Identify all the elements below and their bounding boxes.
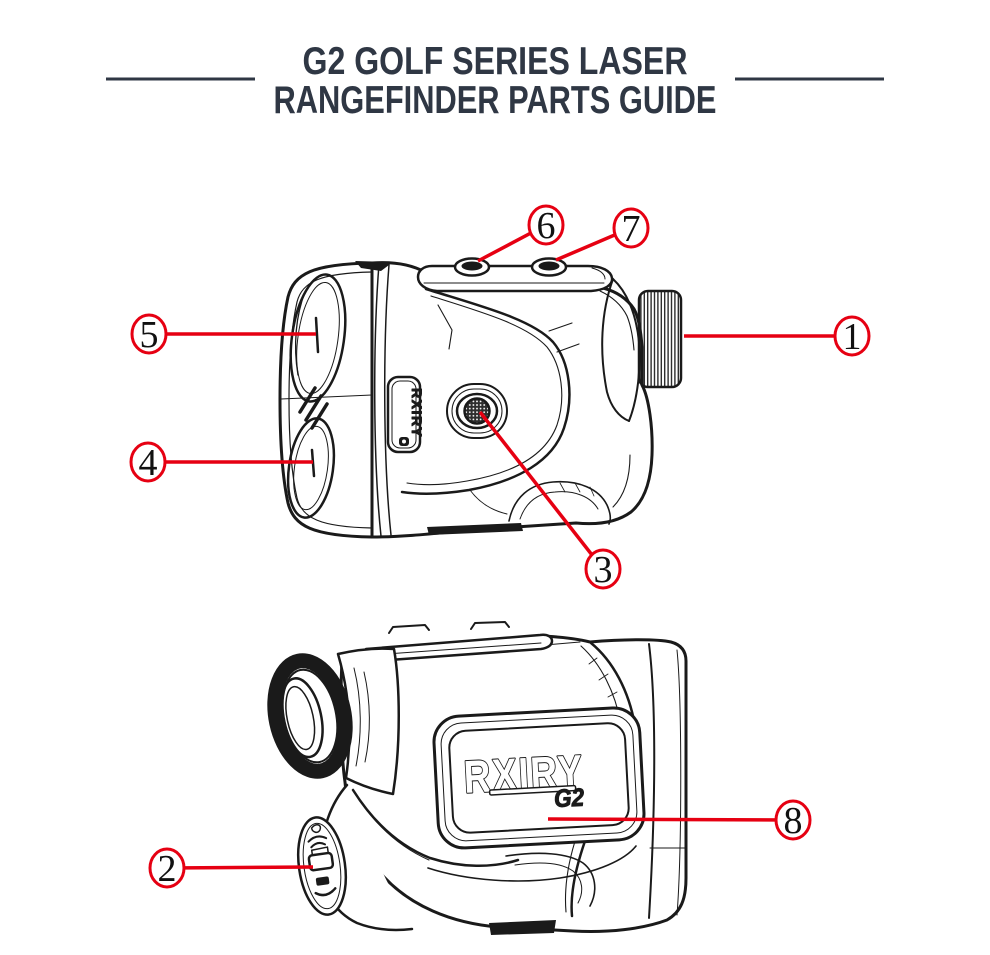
- tripod-slot: [427, 523, 523, 535]
- callout-layer: 1 2 3 4 5 6 7 8: [129, 204, 871, 890]
- objective-end-face-line: [648, 643, 656, 919]
- callout-circle: [148, 847, 186, 889]
- barrel-seam: [280, 394, 373, 400]
- eyepiece-mount-edge: [601, 278, 630, 422]
- callout-circle: [833, 315, 871, 357]
- barrel-collar-line: [383, 264, 392, 536]
- callout-number: 4: [139, 442, 158, 484]
- callout-circle: [129, 441, 167, 483]
- callout-3: 3: [478, 410, 622, 591]
- side-logo-text: RXIRY: [409, 388, 425, 438]
- sound-wave-icon: [307, 835, 328, 843]
- detail-tick: [589, 486, 595, 497]
- detail-tick: [574, 482, 581, 493]
- bottom-inner-curve: [469, 489, 508, 515]
- callout-6: 6: [477, 204, 565, 263]
- page-title-line1: G2 GOLF SERIES LASER: [303, 40, 688, 83]
- eyepiece-wheel: [267, 653, 353, 779]
- callout-circle: [584, 548, 622, 590]
- page-title-line2: RANGEFINDER PARTS GUIDE: [274, 79, 717, 122]
- sound-wave-icon: [310, 841, 327, 849]
- objective-barrel: [278, 261, 374, 539]
- detail-tick: [559, 482, 566, 493]
- callout-circle: [527, 204, 565, 246]
- rangefinder-right-side-view: RXIRY: [278, 257, 683, 539]
- branding-panel: RXIRY G2: [432, 706, 646, 850]
- focus-wheel: [637, 289, 683, 389]
- objective-lens-highlight: [314, 316, 320, 354]
- measure-button: [530, 257, 568, 277]
- callout-leader-line: [478, 410, 605, 571]
- rangefinder-left-side-view: RXIRY G2: [267, 621, 688, 935]
- callout-4: 4: [129, 441, 313, 484]
- callout-5: 5: [130, 313, 316, 356]
- callout-number: 3: [594, 549, 613, 591]
- callout-7: 7: [555, 207, 650, 262]
- body-sweep-line: [400, 287, 571, 495]
- detail-tick: [548, 322, 573, 332]
- body-sweep-line-inner: [406, 295, 563, 486]
- mode-button: [453, 257, 491, 277]
- callout-leader-line: [166, 865, 314, 870]
- callout-number: 1: [843, 316, 862, 358]
- lens-divider-marks: [298, 386, 329, 430]
- mount-shading-arc: [363, 671, 370, 763]
- detail-tick: [556, 343, 580, 353]
- foot-outline: [508, 480, 612, 525]
- rail-tab: [470, 621, 510, 630]
- lower-sweep-line: [351, 788, 520, 867]
- brand-logo-text: RXIRY: [462, 745, 585, 803]
- lower-sweep-inner: [358, 799, 430, 861]
- callout-number: 6: [537, 205, 556, 247]
- usb-port-tab: [310, 846, 329, 856]
- power-button: [446, 383, 508, 439]
- wave-icon: [314, 887, 337, 897]
- top-rail: [416, 264, 614, 293]
- battery-icon: [315, 876, 330, 886]
- callout-leader-line: [547, 817, 794, 822]
- callout-2: 2: [148, 847, 314, 890]
- brand-model-text: G2: [553, 784, 585, 814]
- port-panel: [296, 816, 348, 916]
- callout-number: 2: [158, 848, 177, 890]
- callout-number: 5: [140, 314, 159, 356]
- rail-inner-line: [371, 642, 542, 656]
- right-lower-inner-line: [612, 454, 631, 508]
- callout-number: 8: [784, 800, 803, 842]
- vibrate-icon: [310, 824, 322, 834]
- brand-underline: [488, 784, 577, 796]
- bottom-panel-curve: [427, 845, 637, 882]
- shoulder-inner-line: [599, 290, 635, 351]
- callout-number: 7: [622, 208, 641, 250]
- title-block: G2 GOLF SERIES LASER RANGEFINDER PARTS G…: [106, 40, 884, 122]
- usb-port: [307, 851, 335, 872]
- top-rail-end-cap: [591, 267, 606, 280]
- foot-inner-line: [519, 491, 599, 520]
- rail-tab: [388, 624, 430, 634]
- mount-shading-arc: [353, 667, 361, 767]
- callout-circle: [612, 207, 650, 249]
- side-logo-plate: RXIRY: [386, 375, 426, 454]
- barrel-collar-line: [373, 263, 382, 537]
- barrel-top-wedge: [355, 261, 393, 271]
- detail-tick: [437, 304, 453, 350]
- foot-inner-line: [514, 862, 583, 904]
- objective-end-inner-line: [676, 649, 682, 916]
- callout-1: 1: [684, 315, 871, 358]
- objective-lens-reflection: [294, 291, 306, 376]
- callout-circle: [774, 799, 812, 841]
- callout-8: 8: [547, 799, 812, 842]
- callout-circle: [130, 313, 168, 355]
- foot-outline: [505, 852, 596, 907]
- barrel-inner-rim: [288, 271, 373, 529]
- tripod-slot: [489, 920, 556, 935]
